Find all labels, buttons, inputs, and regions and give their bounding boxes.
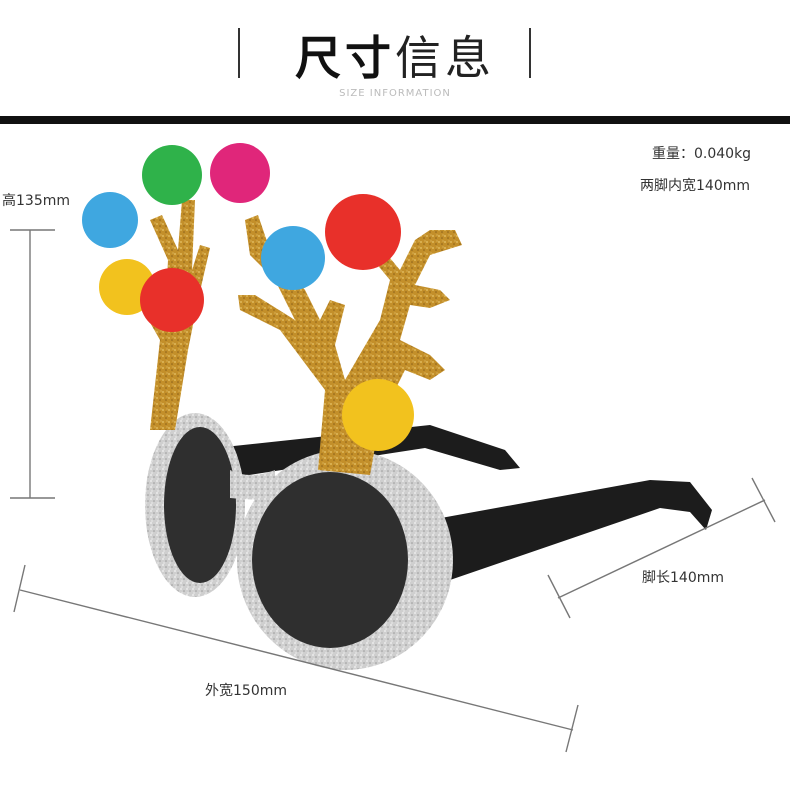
right-lens <box>252 472 408 648</box>
pompom-yellow-2 <box>342 379 414 451</box>
header-divider <box>0 116 790 124</box>
pompom-green <box>142 145 202 205</box>
pompom-blue-1 <box>82 192 138 248</box>
page-subtitle: SIZE INFORMATION <box>339 88 451 99</box>
outer-width-label: 外宽150mm <box>205 683 287 699</box>
temple-length-label: 脚长140mm <box>642 570 724 586</box>
page-title: 尺寸信息 <box>0 22 790 88</box>
width-dim-line <box>19 589 574 731</box>
left-lens <box>164 427 236 583</box>
pompom-blue-2 <box>261 226 325 290</box>
weight-label: 重量：0.040kg <box>652 146 752 162</box>
pompom-red-1 <box>140 268 204 332</box>
pompom-pink <box>210 143 270 203</box>
title-light: 信息 <box>395 31 495 85</box>
inner-width-label: 两脚内宽140mm <box>640 178 750 194</box>
title-right-bar <box>529 28 531 78</box>
title-bold: 尺寸 <box>295 31 395 85</box>
front-temple <box>430 480 712 580</box>
temple-dim-line <box>557 499 766 599</box>
header: 尺寸信息 SIZE INFORMATION <box>0 0 790 125</box>
height-label: 高135mm <box>2 193 70 209</box>
title-left-bar <box>238 28 240 78</box>
pompom-red-2 <box>325 194 401 270</box>
